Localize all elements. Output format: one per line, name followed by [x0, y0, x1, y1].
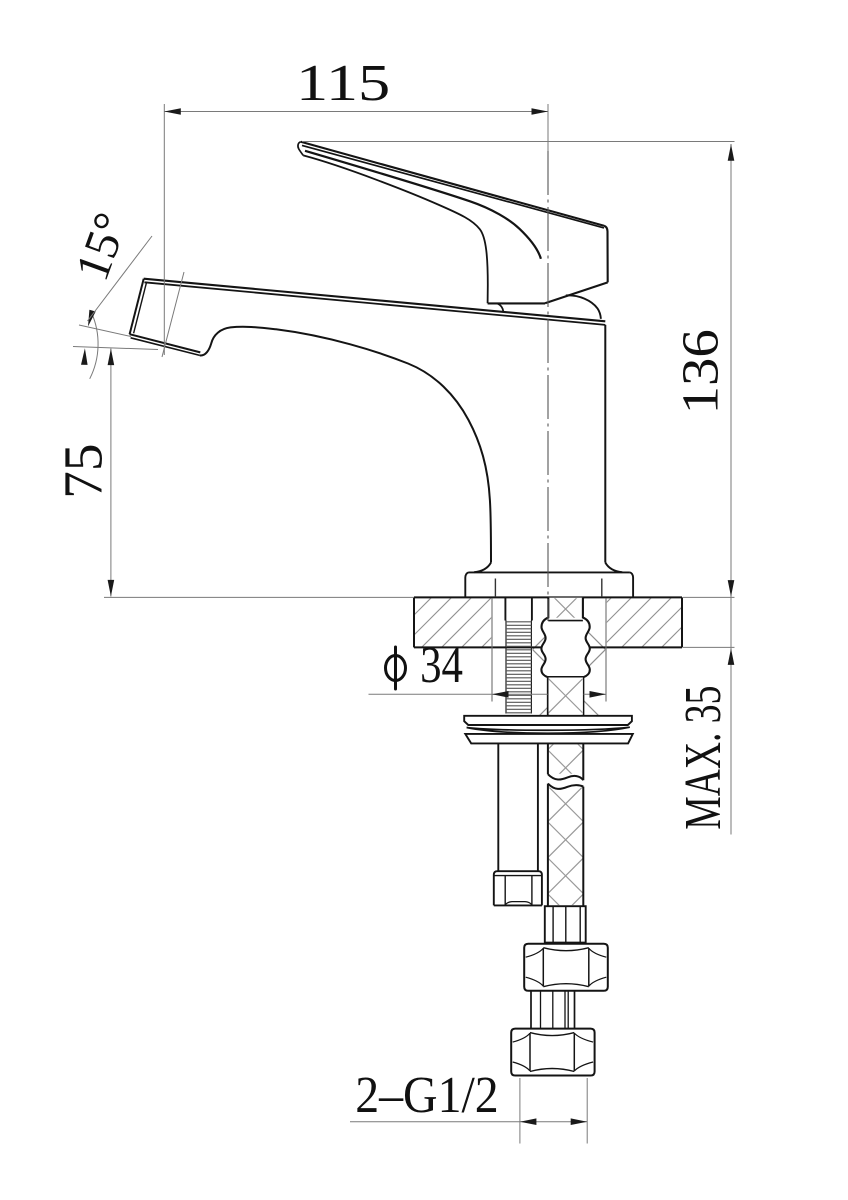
svg-text:34: 34	[420, 637, 463, 694]
svg-text:MAX. 35: MAX. 35	[674, 686, 731, 830]
svg-text:115: 115	[296, 54, 390, 112]
svg-text:75: 75	[52, 443, 113, 498]
svg-text:2–G1/2: 2–G1/2	[355, 1065, 499, 1123]
svg-text:136: 136	[671, 329, 729, 414]
